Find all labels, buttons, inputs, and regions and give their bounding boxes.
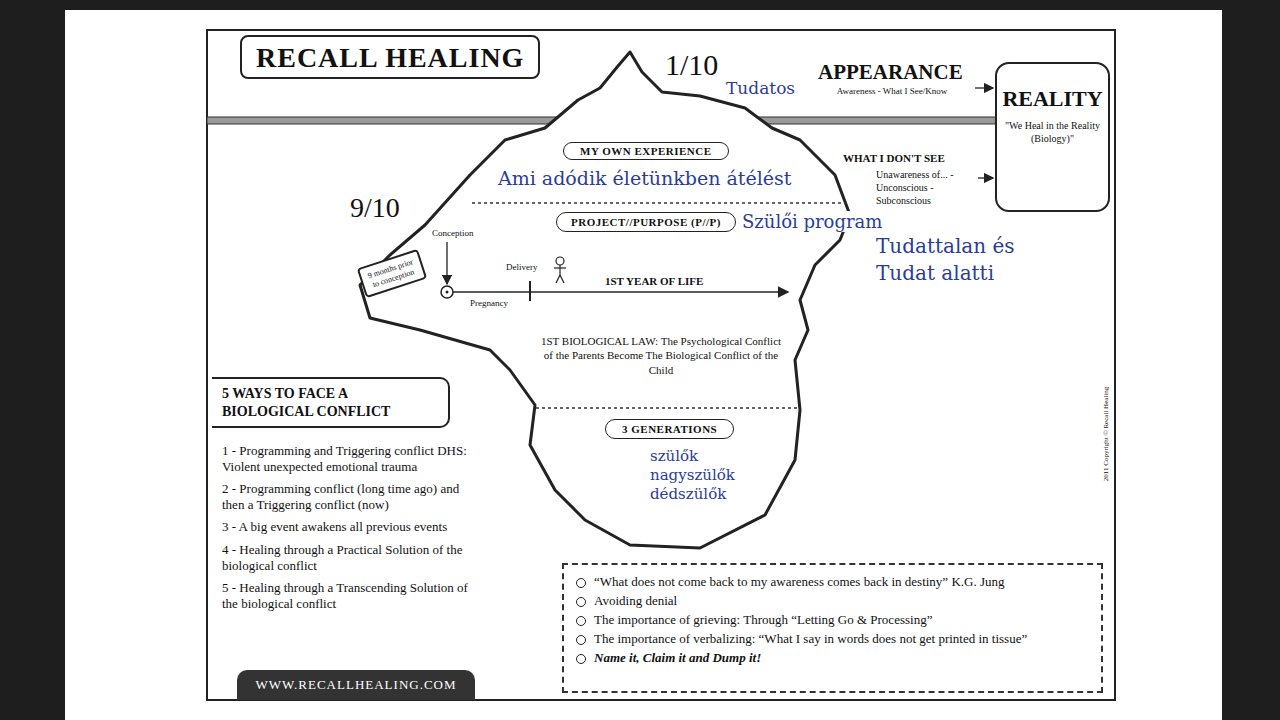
reality-heading: REALITY	[1002, 86, 1103, 112]
title-box: RECALL HEALING	[240, 35, 540, 79]
website-box: WWW.RECALLHEALING.COM	[237, 670, 475, 700]
section-box: 5 WAYS TO FACE A BIOLOGICAL CONFLICT	[212, 377, 450, 428]
list-item: 4 - Healing through a Practical Solution…	[222, 542, 480, 573]
list-item: 3 - A big event awakens all previous eve…	[222, 519, 480, 535]
handwritten-note: Szülői program	[742, 211, 882, 232]
handwritten-note: szülők nagyszülők dédszülők	[650, 447, 750, 503]
website-text: WWW.RECALLHEALING.COM	[241, 677, 471, 693]
note: Unawareness of... - Unconscious - Subcon…	[876, 168, 972, 207]
bullet-note: The importance of verbalizing: “What I s…	[574, 631, 1091, 647]
list-item: 1 - Programming and Triggering conflict …	[222, 443, 480, 474]
heading: APPEARANCE	[818, 60, 963, 85]
timeline-label: 1ST YEAR OF LIFE	[605, 275, 703, 287]
section-heading: 5 WAYS TO FACE A BIOLOGICAL CONFLICT	[222, 385, 438, 420]
pill-text: 3 GENERATIONS	[622, 423, 717, 435]
pill-text: MY OWN EXPERIENCE	[580, 145, 712, 157]
law-text: 1ST BIOLOGICAL LAW: The Psychological Co…	[535, 334, 787, 377]
quote-box: “What does not come back to my awareness…	[562, 563, 1103, 693]
handwritten-note: Ami adódik életünkben átélést	[498, 167, 791, 189]
bullet-note: Avoiding denial	[574, 593, 1091, 609]
bullet-note: The importance of grieving: Through “Let…	[574, 612, 1091, 628]
copyright: 2011 Copyright © Recall Healing	[1102, 374, 1110, 494]
timeline-label: Pregnancy	[470, 298, 508, 308]
bullet-note: “What does not come back to my awareness…	[574, 574, 1091, 590]
list-item: 5 - Healing through a Transcending Solut…	[222, 580, 480, 611]
pill-box: MY OWN EXPERIENCE	[563, 142, 729, 160]
subheading: Awareness - What I See/Know	[808, 86, 976, 96]
list-item: 2 - Programming conflict (long time ago)…	[222, 481, 480, 512]
reality-box: REALITY "We Heal in the Reality (Biology)…	[995, 62, 1110, 212]
pill-box: 3 GENERATIONS	[605, 419, 734, 439]
pill-box: PROJECT//PURPOSE (P//P)	[556, 212, 736, 232]
fraction: 9/10	[350, 192, 400, 224]
reality-note: "We Heal in the Reality (Biology)"	[1002, 120, 1103, 145]
handwritten-note: Tudatos	[726, 78, 795, 98]
heading: WHAT I DON'T SEE	[843, 152, 945, 164]
timeline-label: Conception	[432, 228, 474, 238]
fraction: 1/10	[665, 48, 718, 82]
pill-text: PROJECT//PURPOSE (P//P)	[571, 216, 721, 228]
handwritten-note: Tudattalan és Tudat alatti	[876, 233, 1026, 287]
bullet-note: Name it, Claim it and Dump it!	[574, 650, 1091, 666]
timeline-label: Delivery	[506, 262, 538, 272]
title-text: RECALL HEALING	[256, 41, 524, 75]
